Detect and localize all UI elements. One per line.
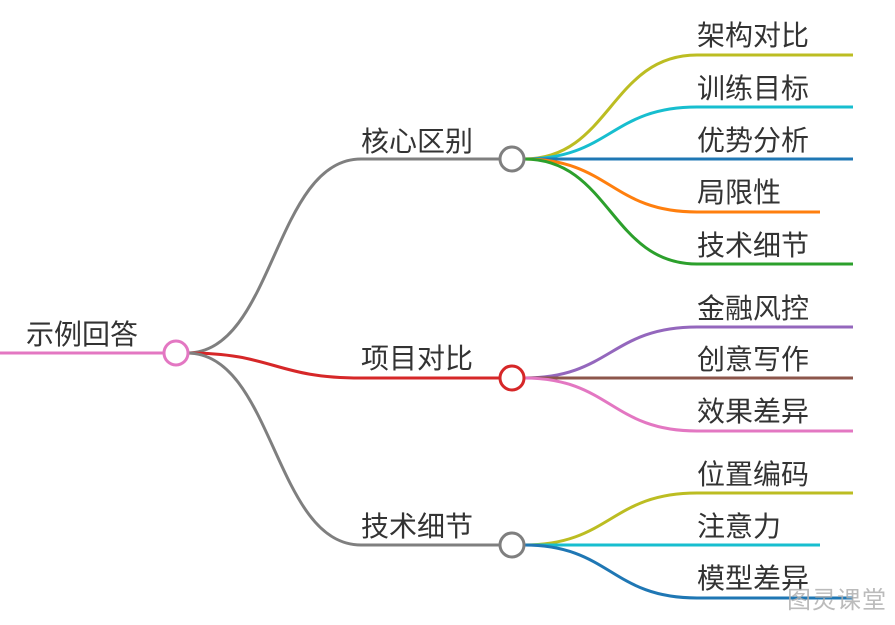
leaf-edge	[523, 157, 820, 214]
leaf-label-creative-writing: 创意写作	[697, 343, 810, 376]
branch-edge	[186, 351, 500, 380]
root-node-circle	[162, 339, 190, 367]
branch-label-project-comparison: 项目对比	[361, 342, 474, 375]
watermark-text: 图灵课堂	[787, 586, 887, 614]
leaf-label-attention: 注意力	[697, 510, 782, 543]
leaf-label-effect-difference: 效果差异	[697, 395, 810, 428]
branch-edge	[186, 351, 500, 547]
branch-node-circle	[498, 531, 526, 559]
leaf-edge	[523, 376, 853, 433]
root-label: 示例回答	[26, 318, 139, 351]
leaf-edge	[523, 105, 853, 161]
leaf-label-architecture: 架构对比	[697, 19, 810, 52]
leaf-edge	[523, 157, 853, 266]
leaf-label-limitations: 局限性	[697, 176, 782, 209]
branch-node-circle	[498, 364, 526, 392]
leaf-edge	[523, 491, 853, 547]
leaf-edge	[523, 53, 853, 161]
branch-node-circle	[498, 145, 526, 173]
leaf-label-positional-encoding: 位置编码	[697, 458, 810, 491]
branch-label-technical-details: 技术细节	[361, 510, 474, 543]
branch-edge	[186, 157, 500, 355]
leaf-edge	[523, 543, 853, 600]
leaf-label-advantages: 优势分析	[697, 124, 810, 157]
leaf-label-technical-details: 技术细节	[697, 229, 810, 262]
leaf-edge	[523, 325, 853, 380]
branch-label-core-differences: 核心区别	[361, 125, 474, 158]
leaf-label-financial-risk: 金融风控	[697, 292, 810, 325]
leaf-label-training-objective: 训练目标	[697, 72, 810, 105]
leaf-label-model-difference: 模型差异	[697, 562, 810, 595]
